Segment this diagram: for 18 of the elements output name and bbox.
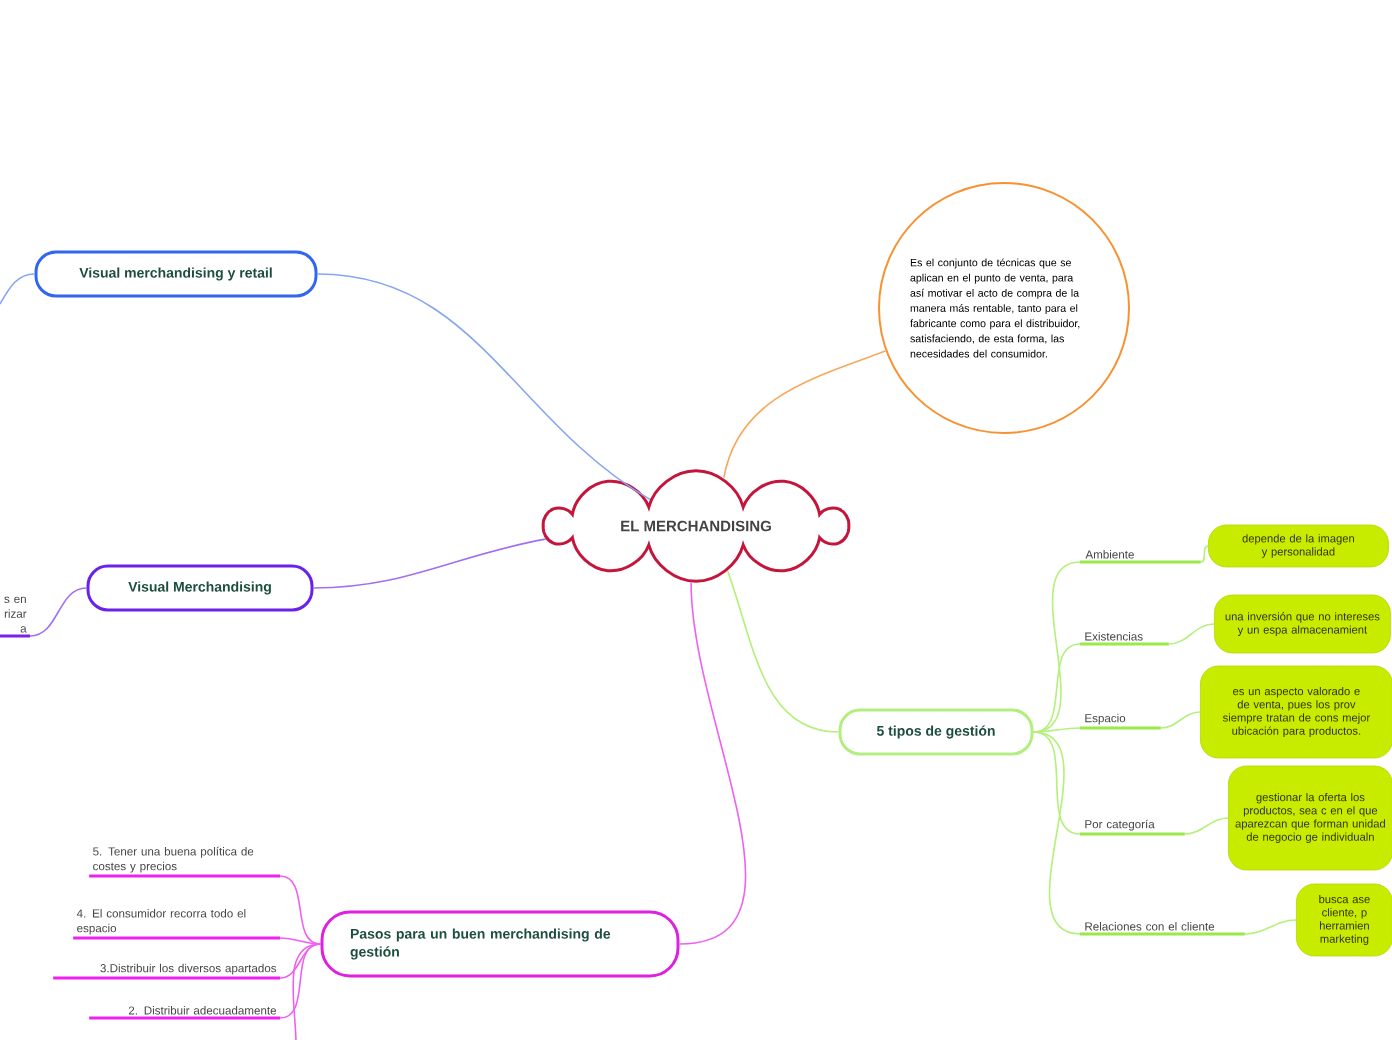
connector	[279, 943, 322, 1019]
connector	[727, 570, 840, 733]
connector	[312, 538, 547, 589]
connector	[292, 943, 322, 1040]
connector	[1032, 727, 1081, 733]
connector	[316, 273, 651, 501]
connector	[678, 581, 747, 945]
connector	[0, 273, 36, 305]
connector	[1244, 919, 1297, 935]
connector	[1168, 623, 1215, 645]
connector	[1032, 731, 1081, 935]
connector	[1200, 545, 1209, 563]
connector	[1160, 711, 1201, 729]
connector	[279, 937, 322, 945]
connector	[279, 875, 322, 945]
connector	[1184, 817, 1229, 835]
connector	[723, 350, 887, 479]
connector	[29, 587, 88, 637]
